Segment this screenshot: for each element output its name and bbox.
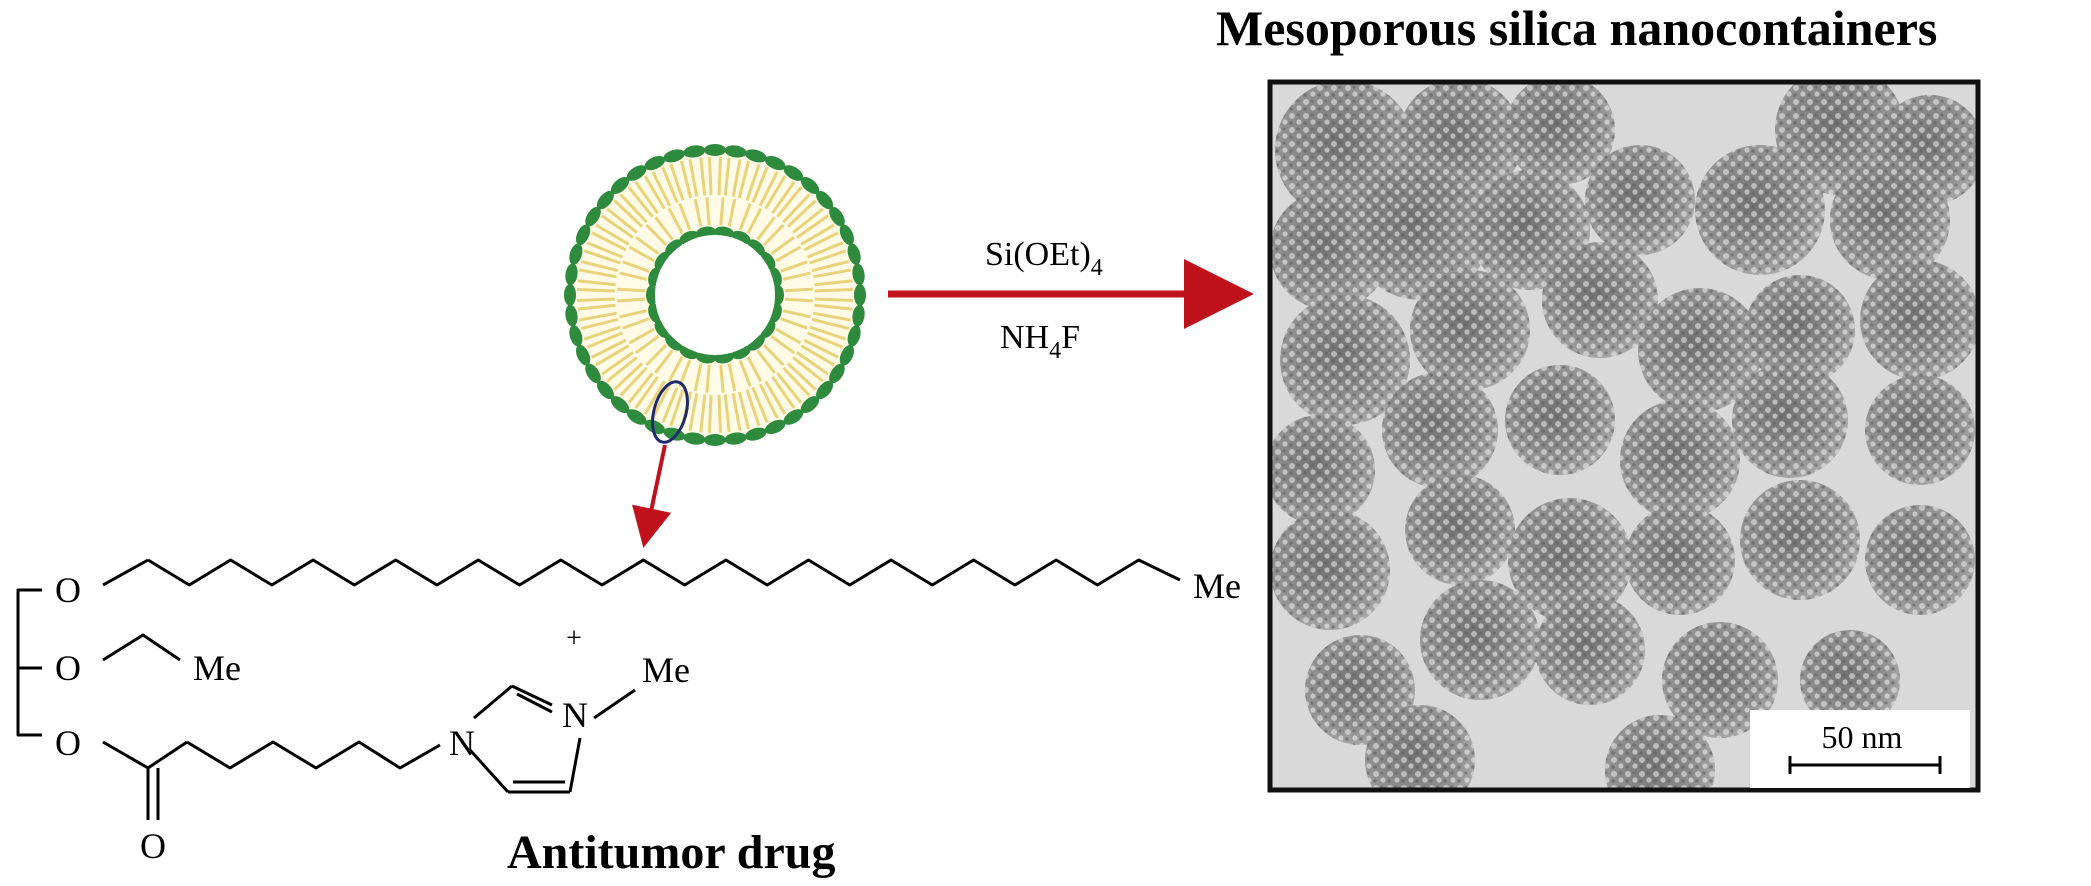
zoom-arrow xyxy=(632,444,672,548)
nitrogen-atom: N xyxy=(562,695,588,735)
tem-title: Mesoporous silica nanocontainers xyxy=(1216,0,1937,56)
carbonyl-oxygen: O xyxy=(140,826,166,866)
positive-charge: + xyxy=(566,623,582,654)
outer-headgroup-ring xyxy=(564,144,866,446)
oxygen-atom: O xyxy=(55,723,81,763)
lipid-tails xyxy=(577,157,853,433)
liposome-illustration xyxy=(564,144,866,446)
reagent-silica-source: Si(OEt)4 xyxy=(985,236,1103,281)
nanoparticle-field xyxy=(1270,82,1978,790)
nitrogen-atom: N xyxy=(449,723,475,763)
molecule-structure xyxy=(16,558,1181,820)
scale-bar-box xyxy=(1750,710,1970,788)
molecule-name: Antitumor drug xyxy=(507,826,835,879)
methyl-group: Me xyxy=(193,648,241,688)
tem-image: 50 nm xyxy=(1267,79,1981,793)
methyl-group: Me xyxy=(1193,566,1241,606)
molecule-labels: O O O O Me Me Me N N + xyxy=(55,566,1241,866)
reagent-fluoride: NH4F xyxy=(1000,319,1080,364)
oxygen-atom: O xyxy=(55,648,81,688)
oxygen-atom: O xyxy=(55,570,81,610)
highlight-ellipse xyxy=(651,380,689,444)
methyl-group: Me xyxy=(642,650,690,690)
scale-bar-label: 50 nm xyxy=(1822,719,1903,755)
